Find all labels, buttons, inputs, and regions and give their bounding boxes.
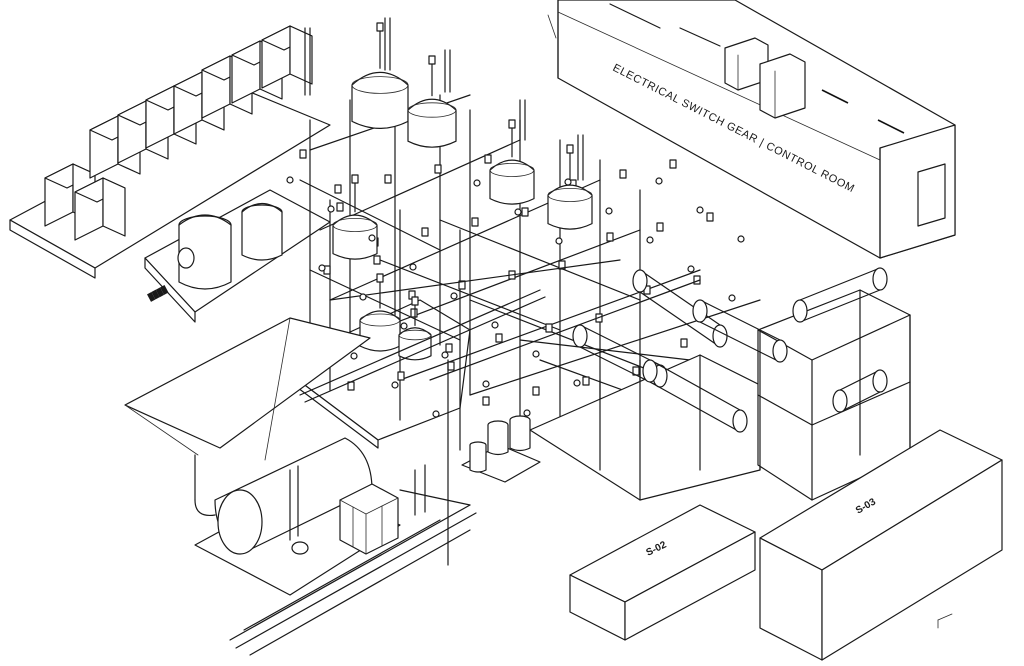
process-vessel	[547, 144, 593, 230]
storage-cabinet	[261, 25, 313, 89]
pipe-run	[429, 279, 701, 381]
valve	[619, 169, 627, 179]
frame-beam	[439, 219, 641, 301]
cage-frame	[339, 483, 399, 555]
storage-cabinet	[74, 177, 126, 241]
heat-exchanger-shell	[832, 369, 888, 413]
frame-beam	[379, 259, 561, 331]
pipe-flange	[473, 179, 481, 187]
valve	[545, 323, 553, 333]
valve	[471, 217, 479, 227]
pipe-rack-lower	[229, 464, 477, 656]
small-drums	[461, 415, 541, 483]
pipe-flange	[646, 236, 654, 244]
valve	[706, 212, 714, 222]
pipe-flange	[564, 178, 572, 186]
reactor-skid-left: ████	[144, 189, 331, 323]
valve	[495, 333, 503, 343]
valve	[656, 222, 664, 232]
pipe-flange	[523, 409, 531, 417]
valve	[373, 255, 381, 265]
pipe-flange	[400, 322, 408, 330]
tank-s03: S-03	[759, 429, 1003, 661]
valve	[532, 386, 540, 396]
pipe-flange	[514, 208, 522, 216]
valve	[336, 202, 344, 212]
pipe-flange	[318, 264, 326, 272]
valve	[434, 164, 442, 174]
pipe-flange	[728, 294, 736, 302]
process-vessel	[489, 119, 535, 205]
valve	[484, 154, 492, 164]
pipe-flange	[359, 293, 367, 301]
heat-exchanger-shell	[642, 359, 748, 433]
pipe-run	[519, 339, 691, 361]
pipe-flange	[286, 176, 294, 184]
frame-beam	[299, 179, 441, 251]
pipe-flange	[573, 379, 581, 387]
valve	[445, 343, 453, 353]
pipe-flange	[391, 381, 399, 389]
pipe-run	[469, 299, 761, 396]
pipe-run	[304, 296, 546, 403]
pipe-flange	[491, 321, 499, 329]
pipe-flange	[327, 205, 335, 213]
frame-beam	[309, 269, 461, 341]
process-vessel	[407, 55, 457, 148]
valve	[582, 376, 590, 386]
valve	[482, 396, 490, 406]
valve	[421, 227, 429, 237]
valve	[521, 207, 529, 217]
valve	[384, 174, 392, 184]
pipe-flange	[409, 263, 417, 271]
central-process-structure	[277, 17, 761, 491]
valve	[447, 361, 455, 371]
heat-exchanger-shell	[692, 299, 788, 363]
corner-mark	[937, 613, 953, 621]
pipe-flange	[350, 352, 358, 360]
pipe-run	[329, 259, 621, 301]
valve	[458, 280, 466, 290]
pipe-flange	[368, 234, 376, 242]
valve	[680, 338, 688, 348]
storage-cabinet-skid	[9, 25, 331, 279]
svg-text:████: ████	[147, 284, 169, 302]
process-vessel	[398, 296, 432, 361]
valve	[299, 149, 307, 159]
pipe-flange	[432, 410, 440, 418]
horizontal-tank	[194, 437, 373, 555]
process-vessel	[332, 174, 378, 260]
pipe-flange	[532, 350, 540, 358]
pipe-flange	[737, 235, 745, 243]
heat-exchanger-shell	[632, 269, 728, 348]
valve	[558, 260, 566, 270]
pipe-flange	[696, 206, 704, 214]
control-room-building: ELECTRICAL SWITCH GEAR | CONTROL ROOM	[547, 0, 956, 259]
pipe-flange	[555, 237, 563, 245]
process-vessel	[351, 22, 409, 129]
valve	[334, 184, 342, 194]
pipe-flange	[655, 177, 663, 185]
heat-exchanger-structure	[529, 267, 911, 501]
valve	[397, 371, 405, 381]
valve	[606, 232, 614, 242]
pipe-flange	[441, 351, 449, 359]
heat-exchanger-shell	[792, 267, 888, 323]
pipe-flange	[450, 292, 458, 300]
valve	[669, 159, 677, 169]
pipe-flange	[605, 207, 613, 215]
tank-s02: S-02	[569, 504, 756, 641]
pipe-flange	[482, 380, 490, 388]
pipe-flange	[687, 265, 695, 273]
process-vessel	[359, 273, 401, 352]
pipe-run	[299, 289, 541, 396]
valve	[410, 308, 418, 318]
